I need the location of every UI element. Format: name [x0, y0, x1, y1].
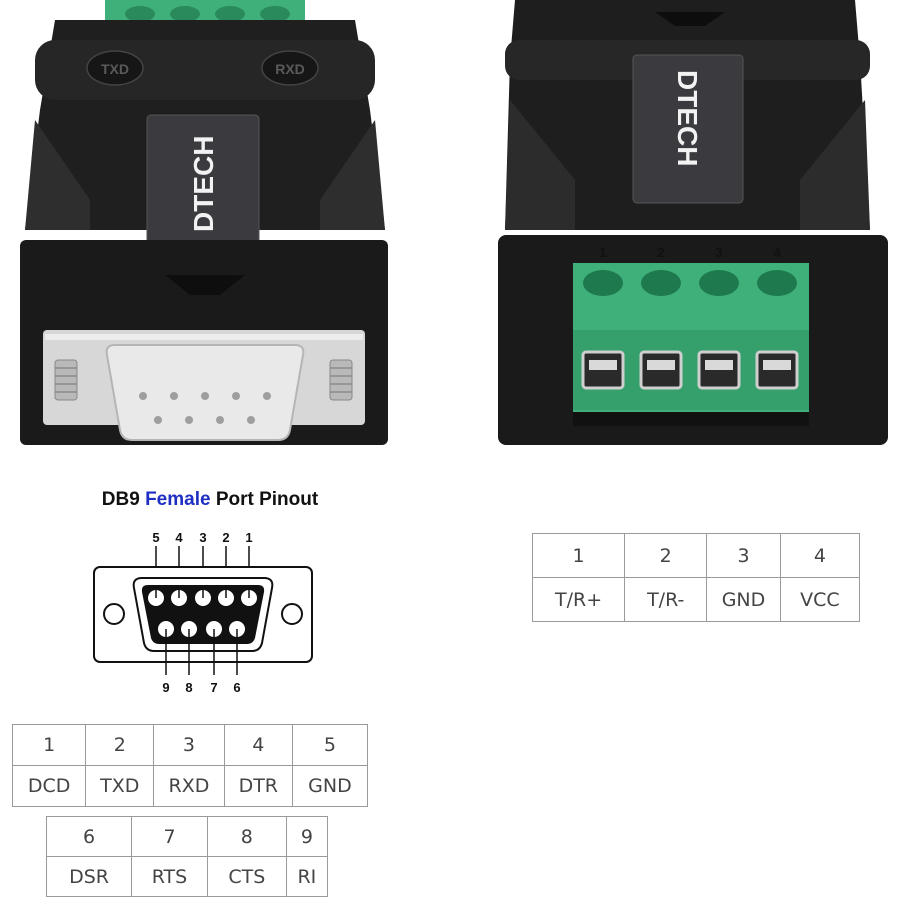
db9-pin-signal: TXD [85, 765, 155, 807]
db9-pin-number: 3 [153, 724, 225, 766]
db9-pin-number: 9 [285, 816, 329, 857]
terminal-pin-signal: T/R+ [531, 577, 626, 622]
terminal-pin-number: 1 [531, 533, 626, 578]
pin-label-9: 9 [162, 680, 169, 695]
pin-label-6: 6 [233, 680, 240, 695]
svg-text:RXD: RXD [275, 61, 305, 77]
db9-pinout-title: DB9 Female Port Pinout [0, 489, 420, 511]
db9-pinout-table-2: 6 7 8 9 DSR RTS CTS RI [45, 816, 329, 897]
db9-pin-number: 6 [45, 816, 133, 857]
db9-pin-number: 2 [85, 724, 155, 766]
db9-pin-signal: RTS [131, 856, 208, 897]
pin-label-5: 5 [152, 530, 159, 545]
db9-pinout-table-1: 1 2 3 4 5 DCD TXD RXD DTR GND [11, 724, 369, 807]
db9-pin-signal: DTR [223, 765, 293, 807]
db9-pin-signal: DCD [11, 765, 87, 807]
terminal-pin-signal: VCC [779, 577, 861, 622]
terminal-pinout-table: 1 2 3 4 T/R+ T/R- GND VCC [531, 533, 861, 622]
terminal-number-4: 4 [773, 245, 781, 260]
db9-pin-signal: GND [291, 765, 369, 807]
rxd-label: RXD [261, 50, 319, 86]
pin-label-8: 8 [185, 680, 192, 695]
db9-pin-number: 1 [11, 724, 87, 766]
terminal-number-1: 1 [599, 245, 606, 260]
pin-label-1: 1 [245, 530, 252, 545]
pin-label-7: 7 [210, 680, 217, 695]
db9-pin-signal: CTS [206, 856, 287, 897]
title-db9: DB9 [101, 489, 140, 510]
terminal-adapter-photo: DTECH 1 2 3 4 [498, 0, 888, 445]
terminal-pin-number: 3 [706, 533, 781, 578]
db9-pin-number: 7 [131, 816, 208, 857]
pin-label-4: 4 [175, 530, 183, 545]
db9-pin-signal: RXD [153, 765, 225, 807]
terminal-pin-number: 4 [779, 533, 861, 578]
brand-logo-right: DTECH [672, 70, 703, 166]
title-port-pinout: Port Pinout [215, 489, 319, 510]
brand-logo: DTECH [188, 136, 219, 232]
pin-label-3: 3 [199, 530, 206, 545]
db9-pinout-diagram: 5 4 3 2 1 9 8 7 6 [93, 530, 313, 695]
db9-pin-number: 4 [223, 724, 293, 766]
terminal-pin-number: 2 [624, 533, 708, 578]
db9-adapter-photo: TXD RXD DTECH [20, 0, 388, 445]
terminal-number-2: 2 [657, 245, 664, 260]
terminal-number-3: 3 [715, 245, 722, 260]
terminal-pin-signal: T/R- [624, 577, 708, 622]
terminal-pin-signal: GND [706, 577, 781, 622]
title-female: Female [145, 489, 211, 510]
db9-pin-signal: RI [285, 856, 329, 897]
db9-pin-signal: DSR [45, 856, 133, 897]
txd-label: TXD [86, 50, 144, 86]
db9-pin-number: 5 [291, 724, 369, 766]
svg-text:TXD: TXD [101, 61, 129, 77]
terminal-numbers: 1 2 3 4 [599, 245, 781, 260]
pin-label-2: 2 [222, 530, 229, 545]
db9-pin-number: 8 [206, 816, 287, 857]
